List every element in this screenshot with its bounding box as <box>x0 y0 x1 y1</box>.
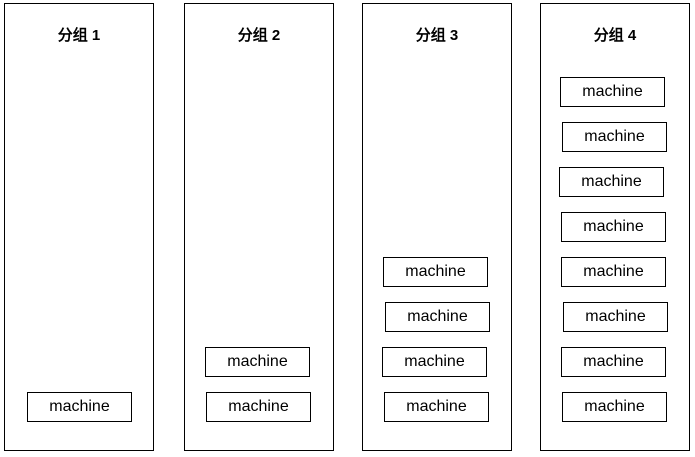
machine-box: machine <box>560 77 665 107</box>
machine-box: machine <box>559 167 664 197</box>
machine-box: machine <box>561 257 666 287</box>
machine-box: machine <box>563 302 668 332</box>
machine-box: machine <box>385 302 490 332</box>
machine-box: machine <box>27 392 132 422</box>
machine-box: machine <box>382 347 487 377</box>
group-1: 分组 1 machine <box>4 3 154 451</box>
group-title: 分组 4 <box>593 27 637 44</box>
group-title: 分组 3 <box>415 27 459 44</box>
machine-box: machine <box>206 392 311 422</box>
machine-box: machine <box>562 392 667 422</box>
group-2: 分组 2 machine machine <box>184 3 334 451</box>
machine-box: machine <box>562 122 667 152</box>
group-3: 分组 3 machine machine machine machine <box>362 3 512 451</box>
machine-box: machine <box>384 392 489 422</box>
machine-box: machine <box>561 212 666 242</box>
group-title: 分组 2 <box>237 27 281 44</box>
machine-box: machine <box>205 347 310 377</box>
machine-box: machine <box>561 347 666 377</box>
group-4: 分组 4 machine machine machine machine mac… <box>540 3 690 451</box>
group-title: 分组 1 <box>57 27 101 44</box>
machine-box: machine <box>383 257 488 287</box>
